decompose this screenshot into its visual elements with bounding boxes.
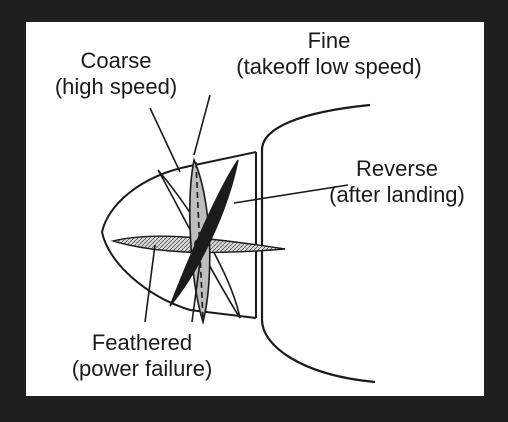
leader-coarse [149,107,181,173]
spinner-cone [100,151,257,319]
leader-feathered-1 [144,244,156,323]
blade-fine-dashed-axis [195,161,204,321]
label-feathered-line2: (power failure) [71,356,213,381]
label-reverse: Reverse (after landing) [312,156,482,208]
label-fine: Fine (takeoff low speed) [214,28,444,80]
propeller-hub [194,239,204,249]
label-reverse-line2: (after landing) [329,182,465,207]
label-fine-line2: (takeoff low speed) [236,54,422,79]
label-feathered: Feathered (power failure) [52,330,232,382]
nacelle-outline [260,103,376,384]
label-coarse-line2: (high speed) [54,74,178,99]
label-fine-line1: Fine [307,28,351,53]
leader-reverse [233,184,349,204]
blade-reverse [169,159,239,307]
label-coarse-line1: Coarse [80,48,152,73]
leader-feathered-2 [191,261,201,323]
label-reverse-line1: Reverse [356,156,438,181]
label-coarse: Coarse (high speed) [26,48,206,100]
leader-fine [193,94,211,156]
label-feathered-line1: Feathered [91,330,193,355]
